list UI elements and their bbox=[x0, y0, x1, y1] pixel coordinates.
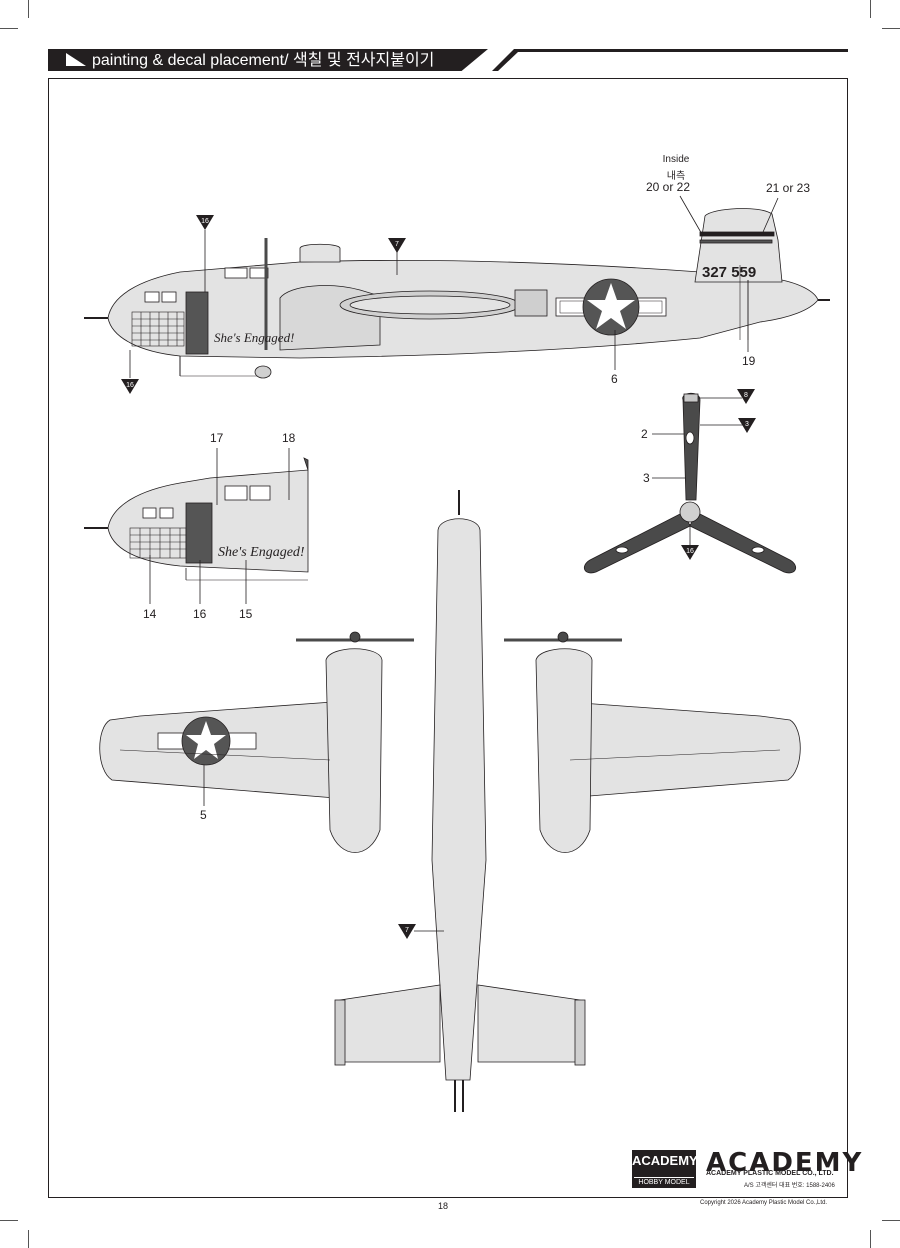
callout-inside: Inside bbox=[662, 154, 690, 165]
crop-mark bbox=[870, 0, 871, 18]
crop-mark bbox=[0, 28, 18, 29]
propeller-view bbox=[583, 392, 797, 574]
section-header-bar bbox=[48, 49, 488, 71]
color-markers bbox=[121, 215, 756, 939]
page-number: 18 bbox=[438, 1201, 449, 1211]
logo-box-sub: HOBBY MODEL KITS bbox=[634, 1177, 694, 1196]
academy-brand-logo: ACADEMY bbox=[706, 1148, 864, 1178]
marker-7a: 7 bbox=[395, 241, 399, 248]
copyright: Copyright 2026 Academy Plastic Model Co.… bbox=[700, 1200, 828, 1206]
nose-detail-view bbox=[84, 457, 309, 581]
service-number: A/S 고객센터 대표 번호: 1588-2406 bbox=[744, 1183, 835, 1189]
callout-inside-kr: 내측 bbox=[666, 171, 686, 182]
crop-mark bbox=[0, 1220, 18, 1221]
marker-3: 3 bbox=[745, 421, 749, 428]
side-view bbox=[84, 208, 830, 379]
callout-16: 16 bbox=[193, 607, 207, 621]
callout-17: 17 bbox=[210, 431, 224, 445]
callout-20-or-22: 20 or 22 bbox=[646, 180, 691, 194]
callout-18: 18 bbox=[282, 431, 296, 445]
callout-15: 15 bbox=[239, 607, 253, 621]
header-stripe bbox=[492, 49, 848, 71]
top-view bbox=[99, 490, 801, 1112]
section-title: painting & decal placement/ 색칠 및 전사지붙이기 bbox=[92, 52, 435, 69]
marker-16a: 16 bbox=[201, 218, 209, 225]
callout-19: 19 bbox=[742, 354, 756, 368]
marker-16c: 16 bbox=[686, 548, 694, 555]
callout-2: 2 bbox=[641, 427, 648, 441]
crop-mark bbox=[28, 0, 29, 18]
svg-text:She's Engaged!: She's Engaged! bbox=[214, 330, 294, 345]
callout-3: 3 bbox=[643, 471, 650, 485]
crop-mark bbox=[870, 1230, 871, 1248]
header-arrow-icon bbox=[66, 53, 86, 66]
instruction-frame bbox=[48, 78, 848, 1198]
company-name: ACADEMY PLASTIC MODEL CO., LTD. bbox=[706, 1170, 834, 1177]
callout-21-or-23: 21 or 23 bbox=[766, 181, 811, 195]
tail-serial: 327 559 bbox=[702, 264, 756, 281]
logo-box-title: ACADEMY bbox=[632, 1153, 698, 1168]
marker-8: 8 bbox=[744, 392, 748, 399]
marker-7b: 7 bbox=[405, 927, 409, 934]
marker-16b: 16 bbox=[126, 382, 134, 389]
callout-6: 6 bbox=[611, 372, 618, 386]
callout-14: 14 bbox=[143, 607, 157, 621]
svg-text:She's Engaged!: She's Engaged! bbox=[218, 545, 305, 560]
academy-hobby-logo: ACADEMY HOBBY MODEL KITS bbox=[632, 1150, 698, 1196]
callout-5: 5 bbox=[200, 808, 207, 822]
crop-mark bbox=[28, 1230, 29, 1248]
crop-mark bbox=[882, 1220, 900, 1221]
crop-mark bbox=[882, 28, 900, 29]
